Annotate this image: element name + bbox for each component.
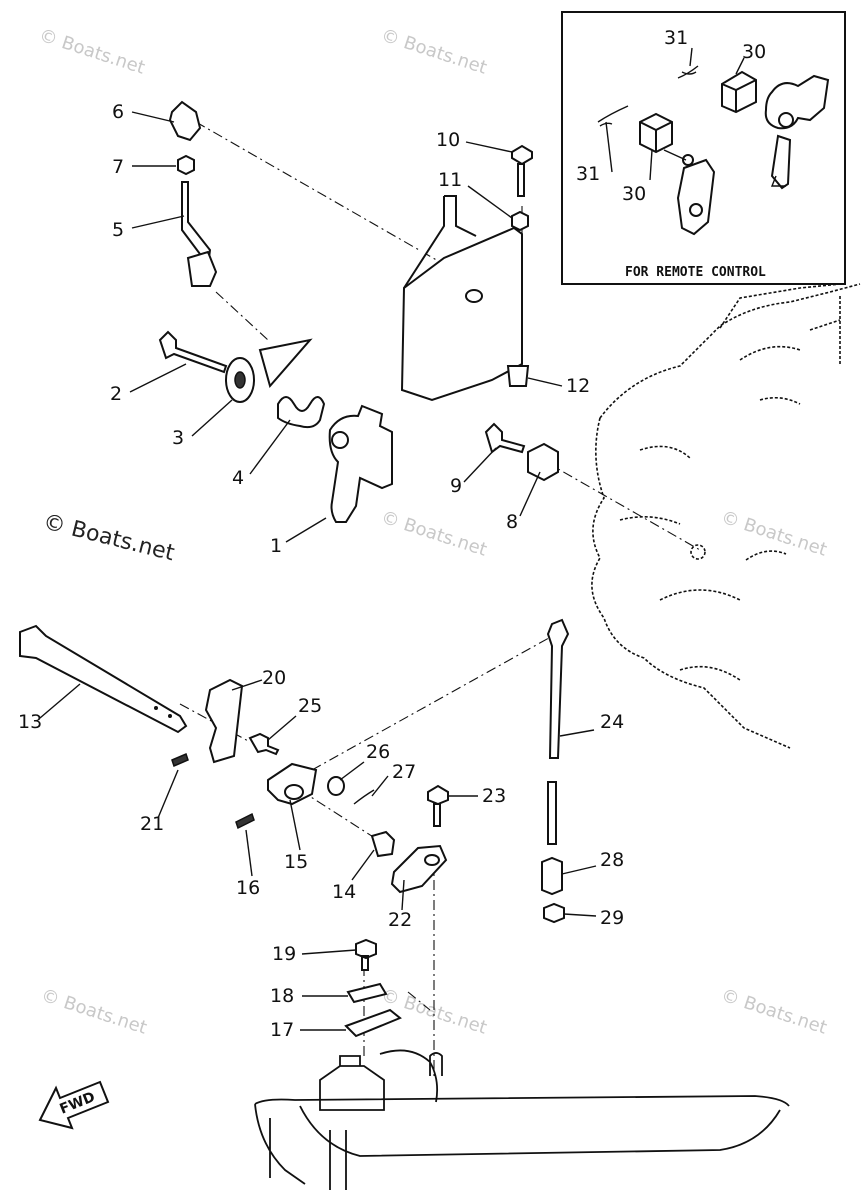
callout-20: 20 [262, 667, 286, 689]
part-24-rod [546, 618, 570, 759]
parts [19, 100, 570, 1038]
part-16-pin [235, 812, 255, 830]
part-23-bolt [427, 784, 449, 827]
callout-11: 11 [438, 169, 462, 191]
watermark: © Boats.net [38, 985, 149, 1039]
part-12-bushing [506, 365, 530, 387]
callout-labels: 1 2 3 4 5 6 7 8 9 10 11 12 13 14 15 16 1… [18, 27, 766, 1041]
watermark: © Boats.net [36, 25, 147, 79]
part-4-spring [277, 396, 326, 429]
callout-4: 4 [232, 467, 244, 489]
part-9-bolt [484, 422, 526, 454]
part-10-bolt [511, 144, 533, 197]
part-15-link [267, 762, 318, 806]
callout-24: 24 [600, 711, 624, 733]
part-7-nut [177, 154, 195, 176]
callout-29: 29 [600, 907, 624, 929]
callout-31-top: 31 [664, 27, 688, 49]
part-11-nut [511, 210, 529, 232]
watermark: © Boats.net [378, 507, 489, 561]
callout-2: 2 [110, 383, 122, 405]
part-20-plate [204, 678, 244, 764]
callout-15: 15 [284, 851, 308, 873]
bracket-cover [400, 226, 523, 402]
part-28-spacer [541, 856, 563, 896]
callout-25: 25 [298, 695, 322, 717]
part-21-pin [171, 752, 189, 768]
leader-lines [39, 47, 745, 1031]
callout-9: 9 [450, 475, 462, 497]
engine-block [591, 283, 861, 749]
part-19-screw [355, 938, 377, 971]
callout-13: 13 [18, 711, 42, 733]
callout-6: 6 [112, 101, 124, 123]
callout-31-left: 31 [576, 163, 600, 185]
part-14-bushing [370, 830, 396, 858]
part-17-plate [344, 1008, 402, 1038]
callout-1: 1 [270, 535, 282, 557]
callout-23: 23 [482, 785, 506, 807]
watermark: © Boats.net [718, 985, 829, 1039]
part-2-bolt [158, 330, 228, 374]
inset-caption: FOR REMOTE CONTROL [625, 265, 766, 280]
callout-16: 16 [236, 877, 260, 899]
callout-12: 12 [566, 375, 590, 397]
bottom-cowling [254, 1049, 790, 1190]
callout-17: 17 [270, 1019, 294, 1041]
part-25-screw [248, 732, 280, 756]
part-29-nut [543, 902, 565, 924]
part-8-spacer [527, 442, 559, 482]
callout-27: 27 [392, 761, 416, 783]
callout-18: 18 [270, 985, 294, 1007]
watermark: © Boats.net [718, 507, 829, 561]
part-18-plate [346, 982, 388, 1004]
part-26-washer [327, 776, 345, 796]
part-6-joint [168, 100, 202, 142]
callout-3: 3 [172, 427, 184, 449]
callout-14: 14 [332, 881, 356, 903]
callout-30-left: 30 [622, 183, 646, 205]
callout-19: 19 [272, 943, 296, 965]
watermark: © Boats.net [378, 985, 489, 1039]
part-13-shaft [19, 624, 188, 734]
fwd-arrow: FWD [38, 1080, 110, 1130]
callout-30-top: 30 [742, 41, 766, 63]
callout-8: 8 [506, 511, 518, 533]
callout-7: 7 [112, 156, 124, 178]
part-1-lever [328, 404, 393, 523]
watermark: © Boats.net [378, 25, 489, 79]
callout-21: 21 [140, 813, 164, 835]
callout-26: 26 [366, 741, 390, 763]
watermark-copyright: © Boats.net [41, 510, 178, 567]
callout-5: 5 [112, 219, 124, 241]
callout-28: 28 [600, 849, 624, 871]
part-27-clip [353, 789, 375, 805]
callout-22: 22 [388, 909, 412, 931]
callout-10: 10 [436, 129, 460, 151]
remote-control-inset: FOR REMOTE CONTROL [561, 11, 846, 285]
part-22-arm [390, 844, 448, 894]
